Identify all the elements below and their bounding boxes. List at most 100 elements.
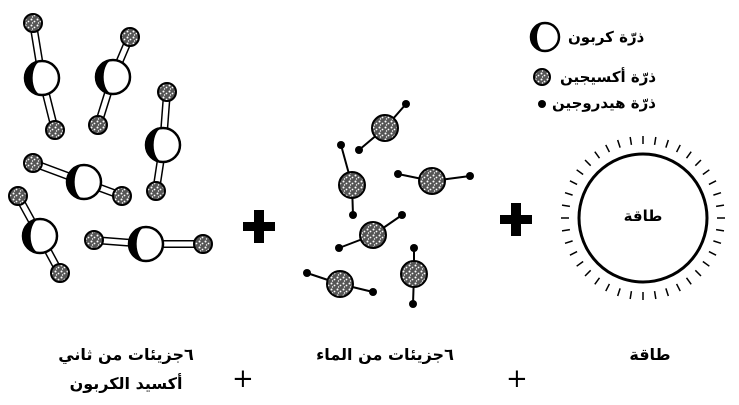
energy-circle-label: طاقة bbox=[623, 207, 663, 225]
plus-sign-thin-right: + bbox=[506, 364, 528, 394]
sun-ray bbox=[665, 139, 670, 148]
hydrogen-legend-icon bbox=[538, 100, 546, 108]
plus-sign-right bbox=[500, 203, 532, 236]
hydrogen-atom bbox=[410, 244, 418, 252]
sun-ray bbox=[561, 228, 571, 232]
water-molecule bbox=[335, 211, 406, 252]
sun-ray bbox=[629, 136, 633, 146]
sun-ray bbox=[685, 277, 692, 285]
oxygen-atom bbox=[359, 221, 387, 249]
carbon-atom-shade bbox=[146, 128, 163, 162]
sun-ray bbox=[616, 139, 621, 148]
sun-ray bbox=[564, 240, 573, 245]
sun-ray bbox=[715, 204, 725, 208]
hydrogen-atom bbox=[369, 288, 377, 296]
hydrogen-atom bbox=[402, 100, 410, 108]
energy-sun bbox=[561, 136, 725, 300]
co2-label-line1: ٦جزيئات من ثاني bbox=[58, 345, 194, 364]
oxygen-atom bbox=[193, 234, 213, 254]
oxygen-atom bbox=[418, 167, 446, 195]
co2-molecule-group bbox=[8, 13, 213, 283]
hydrogen-atom bbox=[398, 211, 406, 219]
carbon-atom-shade bbox=[129, 227, 146, 261]
hydrogen-atom bbox=[335, 244, 343, 252]
oxygen-atom bbox=[45, 120, 65, 140]
sun-ray bbox=[584, 159, 592, 167]
co2-molecule bbox=[8, 186, 70, 283]
water-molecule bbox=[303, 269, 377, 298]
oxygen-atom bbox=[84, 230, 104, 250]
sun-ray bbox=[569, 250, 578, 256]
carbon-atom-shade bbox=[67, 165, 84, 199]
sun-ray bbox=[713, 240, 722, 245]
sun-ray bbox=[653, 136, 657, 146]
sun-ray bbox=[561, 204, 571, 208]
co2-molecule bbox=[88, 27, 140, 135]
sun-ray bbox=[569, 180, 578, 186]
oxygen-atom bbox=[112, 186, 132, 206]
sun-ray bbox=[694, 269, 702, 277]
oxygen-legend-icon bbox=[533, 68, 551, 86]
sun-ray bbox=[576, 169, 584, 176]
legend-oxygen-label: ذرّة أكسيجين bbox=[560, 68, 657, 86]
sun-ray bbox=[675, 283, 681, 292]
energy-label: طاقة bbox=[629, 345, 671, 364]
hydrogen-atom bbox=[303, 269, 311, 277]
sun-ray bbox=[702, 260, 710, 267]
water-molecule bbox=[337, 141, 366, 219]
sun-ray bbox=[576, 260, 584, 267]
carbon-atom-shade bbox=[23, 219, 40, 253]
oxygen-atom bbox=[146, 181, 166, 201]
sun-ray bbox=[605, 283, 611, 292]
water-molecule-group bbox=[303, 100, 474, 308]
sun-ray bbox=[685, 151, 692, 159]
oxygen-atom bbox=[8, 186, 28, 206]
hydrogen-atom bbox=[349, 211, 357, 219]
carbon-atom-shade bbox=[25, 61, 42, 95]
hydrogen-atom bbox=[409, 300, 417, 308]
water-molecule bbox=[400, 244, 428, 308]
oxygen-atom bbox=[400, 260, 428, 288]
legend-hydrogen-label: ذرّة هيدروجين bbox=[552, 94, 656, 112]
sun-ray bbox=[708, 180, 717, 186]
sun-ray bbox=[702, 169, 710, 176]
sun-ray bbox=[594, 277, 601, 285]
sun-ray bbox=[629, 290, 633, 300]
sun-ray bbox=[653, 290, 657, 300]
legend-carbon-label: ذرّة كربون bbox=[568, 28, 645, 46]
plus-sign-left bbox=[243, 210, 275, 243]
sun-ray bbox=[715, 228, 725, 232]
sun-ray bbox=[594, 151, 601, 159]
oxygen-atom bbox=[50, 263, 70, 283]
oxygen-atom bbox=[23, 153, 43, 173]
sun-ray bbox=[713, 191, 722, 196]
co2-molecule bbox=[144, 82, 182, 201]
water-molecule bbox=[355, 100, 410, 154]
oxygen-atom bbox=[157, 82, 177, 102]
sun-ray bbox=[564, 191, 573, 196]
sun-ray bbox=[665, 288, 670, 297]
sun-ray bbox=[584, 269, 592, 277]
oxygen-atom bbox=[120, 27, 140, 47]
hydrogen-atom bbox=[466, 172, 474, 180]
water-molecule bbox=[394, 167, 474, 195]
oxygen-atom bbox=[326, 270, 354, 298]
hydrogen-atom bbox=[337, 141, 345, 149]
sun-ray bbox=[605, 144, 611, 153]
sun-ray bbox=[616, 288, 621, 297]
co2-molecule bbox=[23, 13, 65, 140]
oxygen-atom bbox=[338, 171, 366, 199]
oxygen-atom bbox=[88, 115, 108, 135]
hydrogen-atom bbox=[355, 146, 363, 154]
co2-molecule bbox=[23, 153, 132, 206]
co2-molecule bbox=[84, 225, 213, 263]
sun-ray bbox=[675, 144, 681, 153]
water-label: ٦جزيئات من الماء bbox=[316, 345, 454, 364]
carbon-legend-icon bbox=[529, 21, 561, 53]
co2-label-line2: أكسيد الكربون bbox=[69, 374, 183, 393]
plus-sign-thin-left: + bbox=[232, 364, 254, 394]
sun-ray bbox=[708, 250, 717, 256]
oxygen-atom bbox=[371, 114, 399, 142]
sun-ray bbox=[694, 159, 702, 167]
